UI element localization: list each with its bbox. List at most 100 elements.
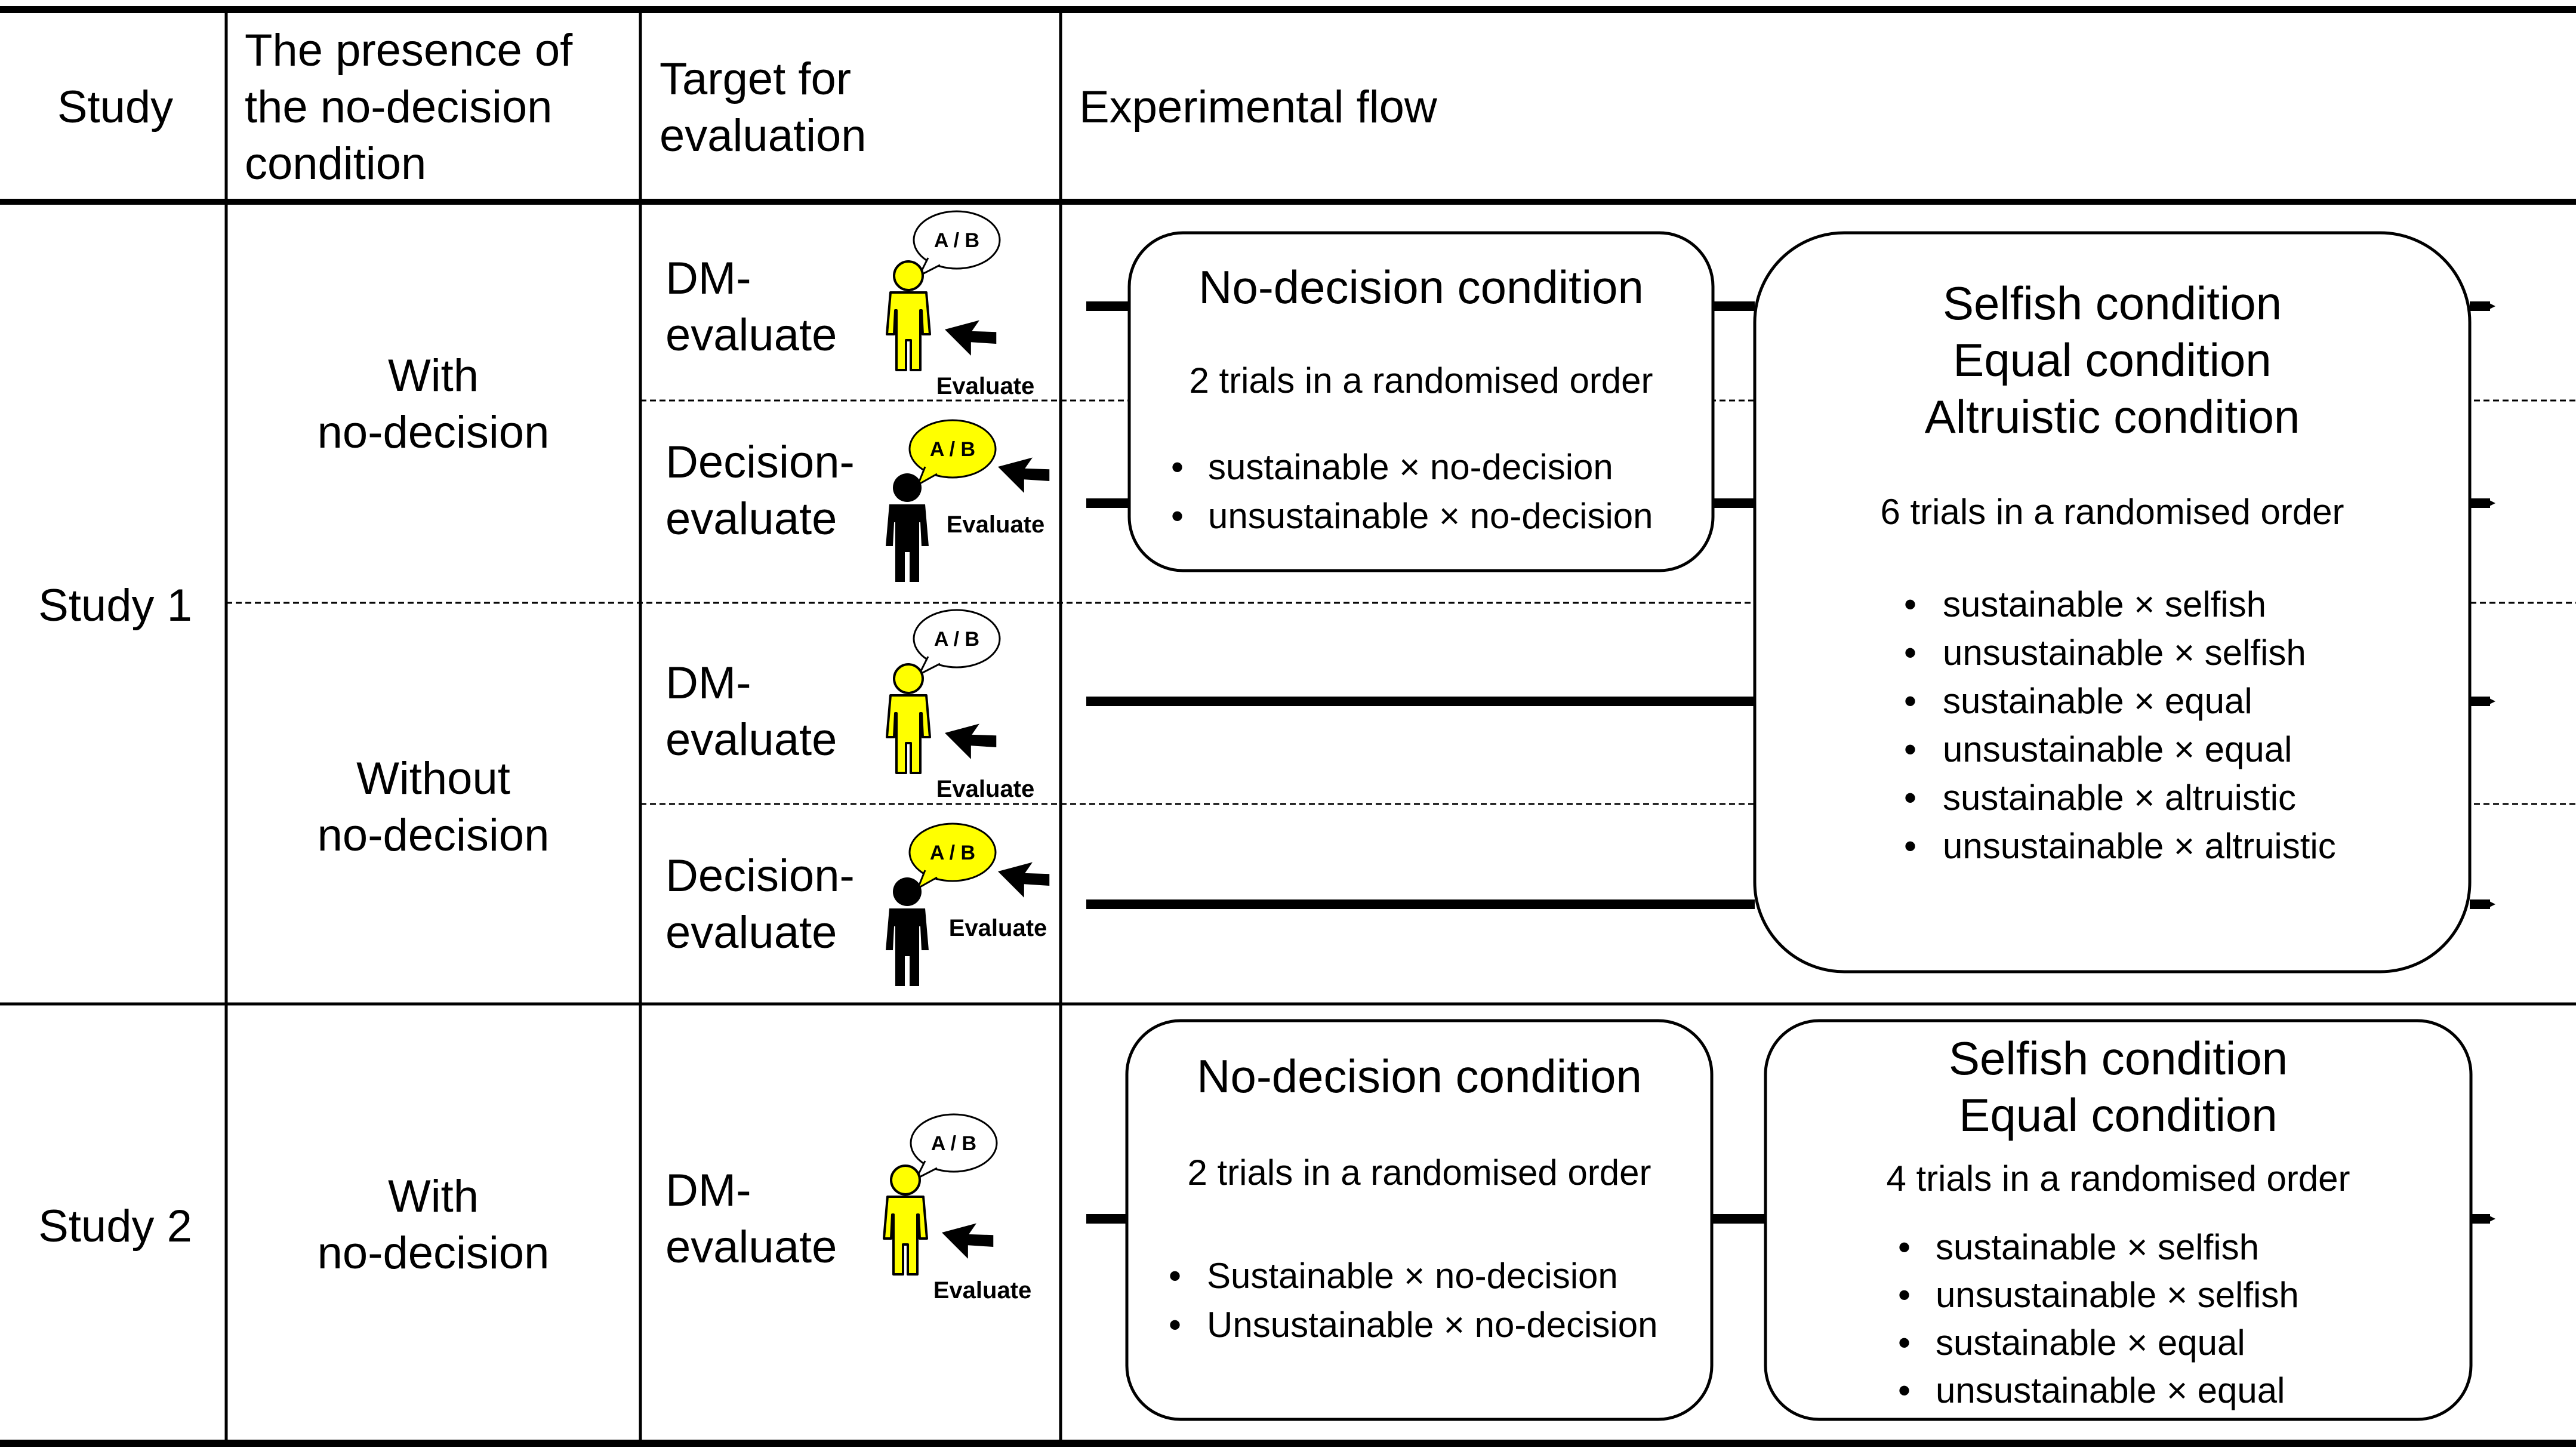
target-dm-line2: evaluate: [665, 1222, 837, 1273]
evaluate-label: Evaluate: [949, 915, 1047, 941]
flow-lines: [1086, 301, 2495, 1224]
target-dm-line1: DM-: [665, 658, 751, 708]
target-row-2: Decision- evaluate A / B Evaluate: [665, 419, 1056, 582]
box-title: Altruistic condition: [1925, 390, 2300, 443]
target-decision-line2: evaluate: [665, 494, 837, 544]
bullet-icon: •: [1898, 1370, 1911, 1410]
presence-with-line2: no-decision: [318, 407, 550, 458]
cursor-arrow-icon: [998, 846, 1056, 905]
bullet-icon: •: [1904, 681, 1916, 721]
target-decision-line1: Decision-: [665, 437, 855, 488]
target-dm-line2: evaluate: [665, 310, 837, 361]
box-item: Unsustainable × no-decision: [1207, 1305, 1657, 1345]
decider-person-icon: [886, 877, 929, 986]
header-presence-line2: the no-decision: [245, 82, 552, 133]
bullet-icon: •: [1898, 1227, 1911, 1267]
study2-nodecision-box: No-decision condition 2 trials in a rand…: [1125, 1019, 1714, 1421]
box-title: Equal condition: [1953, 334, 2271, 386]
box-item: unsustainable × altruistic: [1943, 826, 2336, 866]
presence-study2-line1: With: [388, 1171, 479, 1222]
target-decision-line1: Decision-: [665, 851, 855, 901]
cursor-arrow-icon: [998, 442, 1056, 500]
box-item: sustainable × selfish: [1936, 1227, 2259, 1267]
box-item: unsustainable × selfish: [1936, 1275, 2299, 1315]
evaluate-label: Evaluate: [936, 373, 1035, 399]
target-row-1: DM- evaluate A / B Evaluate: [665, 210, 1035, 399]
evaluate-label: Evaluate: [947, 512, 1045, 538]
target-dm-line2: evaluate: [665, 714, 837, 765]
speech-bubble-highlighted: A / B: [908, 822, 997, 891]
presence-study2-line2: no-decision: [318, 1228, 550, 1279]
box-item: unsustainable × equal: [1943, 729, 2292, 769]
decision-maker-person-icon: [886, 260, 931, 371]
header-flow: Experimental flow: [1079, 82, 1438, 133]
svg-text:A / B: A / B: [930, 438, 975, 461]
box-subtitle: 6 trials in a randomised order: [1880, 492, 2344, 532]
evaluate-label: Evaluate: [933, 1277, 1032, 1304]
box-title: No-decision condition: [1197, 1050, 1642, 1102]
target-row-4: Decision- evaluate A / B Evaluate: [665, 822, 1056, 986]
box-subtitle: 4 trials in a randomised order: [1886, 1159, 2350, 1199]
speech-bubble: A / B: [910, 1113, 998, 1181]
target-row-3: DM- evaluate A / B Evaluate: [665, 609, 1035, 802]
target-decision-line2: evaluate: [665, 907, 837, 958]
box-title: No-decision condition: [1198, 261, 1644, 313]
svg-text:A / B: A / B: [930, 842, 975, 864]
header-row: Study The presence of the no-decision co…: [57, 25, 1438, 189]
box-subtitle: 2 trials in a randomised order: [1187, 1153, 1651, 1193]
box-title: Equal condition: [1959, 1089, 2277, 1141]
bullet-icon: •: [1904, 778, 1916, 818]
svg-text:A / B: A / B: [931, 1132, 976, 1155]
evaluate-label: Evaluate: [936, 776, 1035, 802]
decider-person-icon: [886, 473, 929, 582]
speech-bubble: A / B: [913, 609, 1001, 677]
bullet-icon: •: [1171, 496, 1184, 536]
target-dm-line1: DM-: [665, 1165, 751, 1216]
study1-nodecision-box: No-decision condition 2 trials in a rand…: [1127, 231, 1715, 572]
svg-text:A / B: A / B: [934, 229, 979, 252]
box-item: sustainable × equal: [1936, 1323, 2245, 1363]
bullet-icon: •: [1898, 1323, 1911, 1363]
box-subtitle: 2 trials in a randomised order: [1189, 361, 1653, 401]
box-title: Selfish condition: [1943, 277, 2282, 329]
header-presence-line3: condition: [245, 138, 426, 189]
speech-bubble: A / B: [913, 210, 1001, 278]
bullet-icon: •: [1904, 584, 1916, 624]
box-item: unsustainable × equal: [1936, 1370, 2285, 1410]
presence-without-line2: no-decision: [318, 810, 550, 861]
box-item: unsustainable × selfish: [1943, 633, 2306, 673]
bullet-icon: •: [1169, 1305, 1181, 1345]
box-item: Sustainable × no-decision: [1207, 1256, 1618, 1296]
svg-text:A / B: A / B: [934, 628, 979, 651]
bullet-icon: •: [1904, 729, 1916, 769]
cursor-arrow-icon: [945, 708, 1003, 766]
study2-main-box: Selfish condition Equal condition 4 tria…: [1764, 1019, 2473, 1421]
header-target-line1: Target for: [660, 54, 851, 104]
bullet-icon: •: [1904, 633, 1916, 673]
study1-main-box: Selfish condition Equal condition Altrui…: [1753, 231, 2472, 974]
study1-label: Study 1: [38, 580, 192, 631]
bullet-icon: •: [1171, 447, 1184, 487]
target-dm-line1: DM-: [665, 253, 751, 304]
cursor-arrow-icon: [942, 1207, 1000, 1266]
header-study: Study: [57, 82, 173, 133]
presence-without-line1: Without: [356, 753, 510, 804]
presence-with-line1: With: [388, 350, 479, 401]
decision-maker-person-icon: [883, 1165, 928, 1276]
box-item: sustainable × no-decision: [1208, 447, 1613, 487]
header-presence-line1: The presence of: [245, 25, 573, 76]
box-item: sustainable × equal: [1943, 681, 2253, 721]
target-row-5: DM- evaluate A / B Evaluate: [665, 1113, 1032, 1304]
speech-bubble-highlighted: A / B: [908, 419, 997, 487]
decision-maker-person-icon: [886, 663, 931, 774]
bullet-icon: •: [1169, 1256, 1181, 1296]
box-item: unsustainable × no-decision: [1208, 496, 1653, 536]
box-title: Selfish condition: [1949, 1032, 2288, 1085]
bullet-icon: •: [1898, 1275, 1911, 1315]
bullet-icon: •: [1904, 826, 1916, 866]
cursor-arrow-icon: [945, 304, 1003, 363]
study2-label: Study 2: [38, 1201, 192, 1252]
header-target-line2: evaluation: [660, 110, 867, 161]
table-grid: [0, 6, 2576, 1447]
